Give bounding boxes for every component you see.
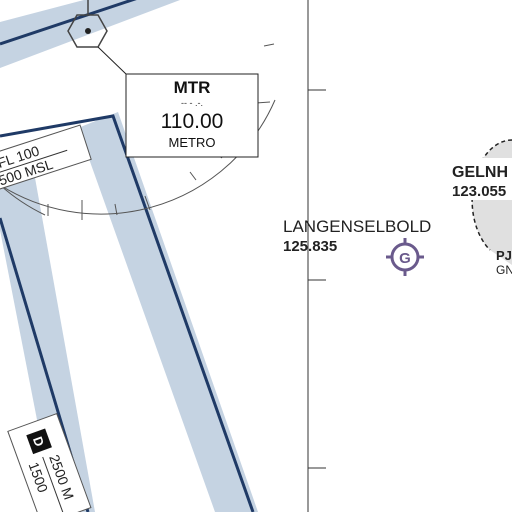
grid-meridian <box>307 0 326 512</box>
airspace-boundary-main <box>0 112 258 513</box>
airfield-code: PJ <box>496 248 512 263</box>
airfield-name: GELNH <box>452 164 508 181</box>
vor-name: METRO <box>169 135 216 150</box>
airfield-langenselbold[interactable]: LANGENSELBOLD 125.835 G <box>283 217 431 276</box>
airway-band-top <box>0 0 180 68</box>
vor-morse: -- - .-. <box>181 98 203 108</box>
glider-symbol-letter: G <box>399 250 411 267</box>
vor-frequency: 110.00 <box>161 110 224 133</box>
glider-site-icon[interactable]: G <box>386 238 424 276</box>
airfield-frequency: 125.835 <box>283 238 337 255</box>
airfield-name: LANGENSELBOLD <box>283 217 431 236</box>
airfield-gelnhausen[interactable]: GELNH 123.055 PJ GN <box>448 139 512 277</box>
airfield-frequency: 123.055 <box>452 183 506 200</box>
vor-hexagon-icon[interactable] <box>67 0 127 75</box>
airfield-code-secondary: GN <box>496 263 512 277</box>
vor-info-box[interactable]: MTR -- - .-. 110.00 METRO <box>125 73 259 158</box>
vor-ident: MTR <box>174 78 211 97</box>
airspace-class-d-label: D 2500 M 1500 <box>7 412 92 517</box>
